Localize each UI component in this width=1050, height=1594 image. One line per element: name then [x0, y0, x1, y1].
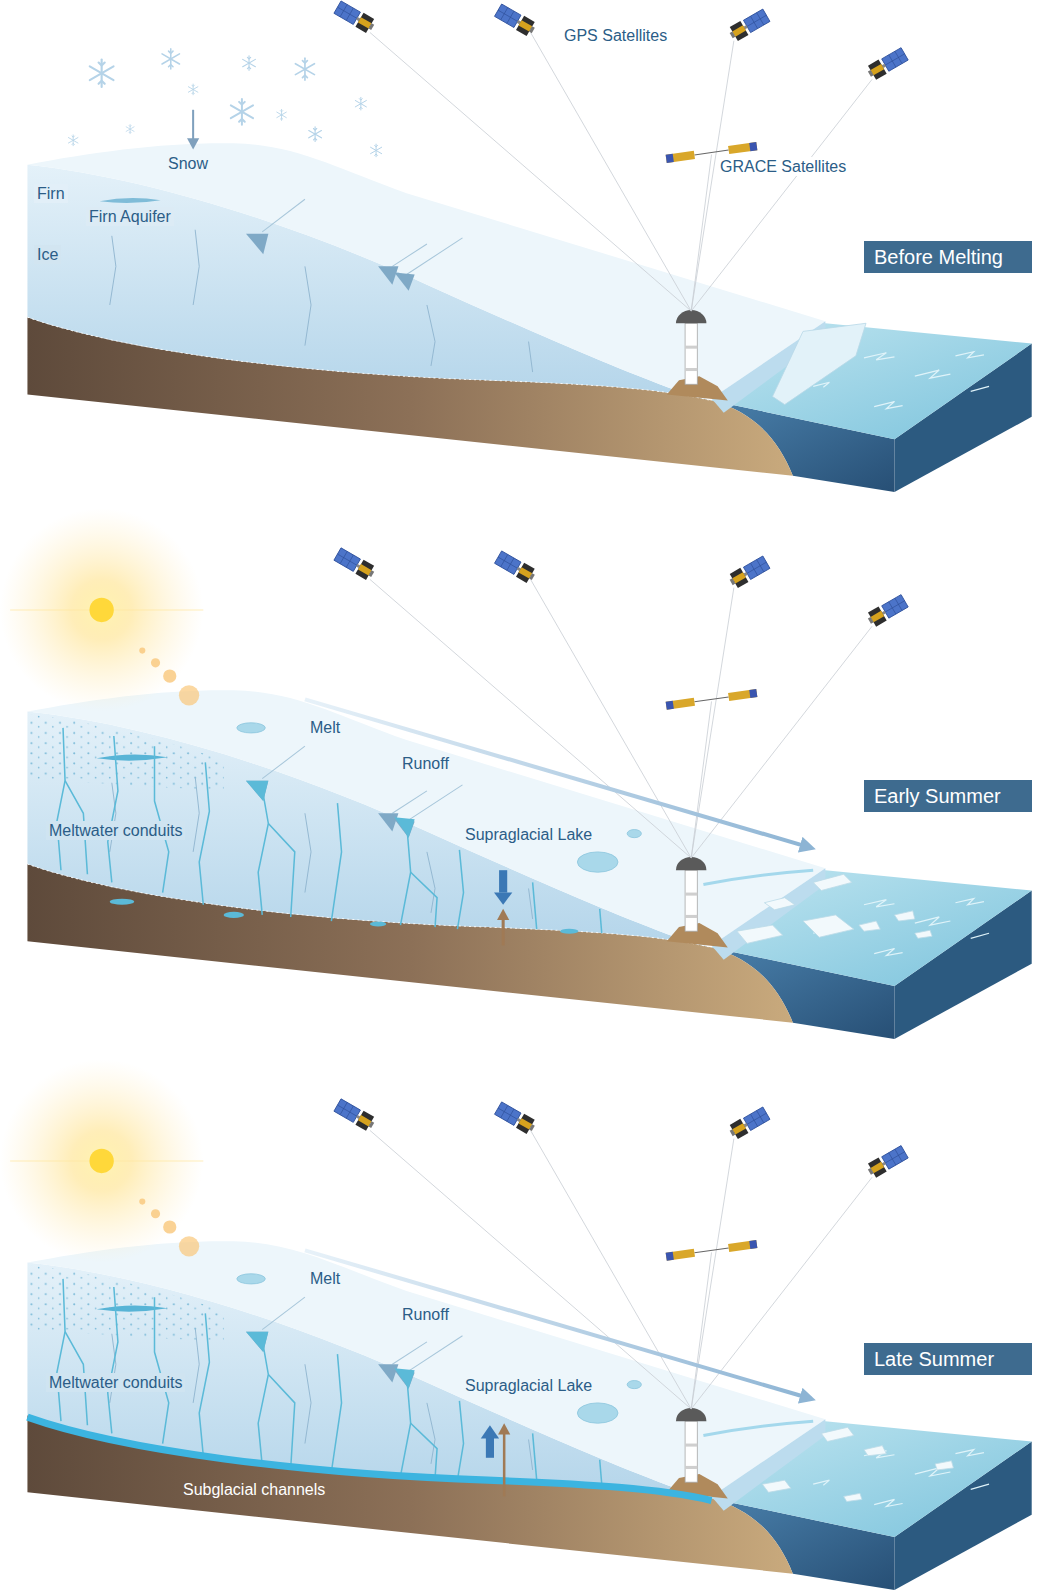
ice-floe — [844, 1493, 862, 1501]
ice-floe — [915, 930, 932, 938]
stage-title: Early Summer — [874, 784, 1022, 808]
ice-floe — [737, 874, 932, 943]
up-arrow — [486, 1437, 494, 1457]
callout-label: Ice — [34, 245, 61, 264]
uplift-arrow — [502, 919, 505, 945]
subglacial-pocket — [370, 922, 386, 927]
ice-floe — [773, 323, 867, 404]
ice-floe — [762, 1480, 790, 1492]
callout-label: Supraglacial Lake — [462, 825, 595, 844]
callout-label: Meltwater conduits — [46, 821, 185, 840]
uplift-arrow — [498, 1423, 510, 1434]
stage-box: Early Summer — [864, 780, 1032, 812]
up-arrow — [481, 1425, 499, 1438]
stage-box: Before Melting — [864, 241, 1032, 273]
panel-early-summer — [0, 508, 813, 933]
snowflake — [188, 84, 198, 95]
firn-aquifer — [100, 198, 161, 203]
subglacial-pocket — [224, 912, 244, 918]
snowflake — [309, 127, 322, 142]
callout-label: Firn — [34, 184, 68, 203]
snowflake — [371, 144, 382, 157]
stage-title: Late Summer — [874, 1347, 1022, 1371]
callout-label: GRACE Satellites — [717, 157, 849, 176]
callout-label: Meltwater conduits — [46, 1373, 185, 1392]
callout-label: Melt — [307, 1269, 343, 1288]
snowflake — [162, 49, 179, 69]
callout-label: Firn Aquifer — [86, 207, 174, 226]
ice-floe — [764, 898, 794, 910]
subglacial-pocket — [110, 899, 134, 905]
callout-label: Melt — [307, 718, 343, 737]
callout-label: Runoff — [399, 1305, 452, 1324]
snowflake — [243, 56, 256, 71]
ice-floe — [821, 1427, 854, 1441]
subglacial-pocket — [110, 899, 579, 934]
snowflake — [126, 125, 134, 134]
callout-label: Runoff — [399, 754, 452, 773]
ice-floe — [762, 1427, 953, 1501]
down-arrow — [494, 893, 512, 905]
ice-floe — [813, 874, 852, 890]
snow-arrow — [192, 110, 194, 140]
snow-arrow — [187, 138, 199, 149]
down-arrow — [499, 870, 507, 892]
callout-label: GPS Satellites — [561, 26, 670, 45]
snowflake — [295, 58, 314, 80]
stage-box: Late Summer — [864, 1343, 1032, 1375]
snowflake — [231, 99, 253, 125]
ice-floe — [737, 925, 783, 943]
ice-floe — [935, 1461, 953, 1470]
subglacial-channel — [27, 1417, 711, 1500]
ice-floe — [803, 915, 854, 937]
panel-late-summer — [0, 1059, 813, 1484]
ice-floe — [864, 1446, 886, 1456]
callout-label: Subglacial channels — [180, 1480, 328, 1499]
panel-early-summer — [0, 508, 1032, 1039]
stage-title: Before Melting — [874, 245, 1022, 269]
subglacial-pocket — [560, 929, 578, 934]
ice-floe — [894, 911, 914, 921]
snowflake — [68, 135, 78, 146]
snowflake — [355, 97, 366, 110]
snowflake — [68, 49, 381, 157]
snowflake — [90, 59, 114, 86]
uplift-arrow — [503, 1433, 506, 1496]
panel-before-melting — [27, 0, 1031, 492]
panel-late-summer — [0, 1059, 1032, 1590]
callout-label: Supraglacial Lake — [462, 1376, 595, 1395]
callout-label: Snow — [165, 154, 211, 173]
ice-floe — [859, 921, 880, 931]
uplift-arrow — [497, 909, 509, 920]
panel-before-melting — [27, 0, 1031, 492]
snowflake — [277, 109, 287, 120]
